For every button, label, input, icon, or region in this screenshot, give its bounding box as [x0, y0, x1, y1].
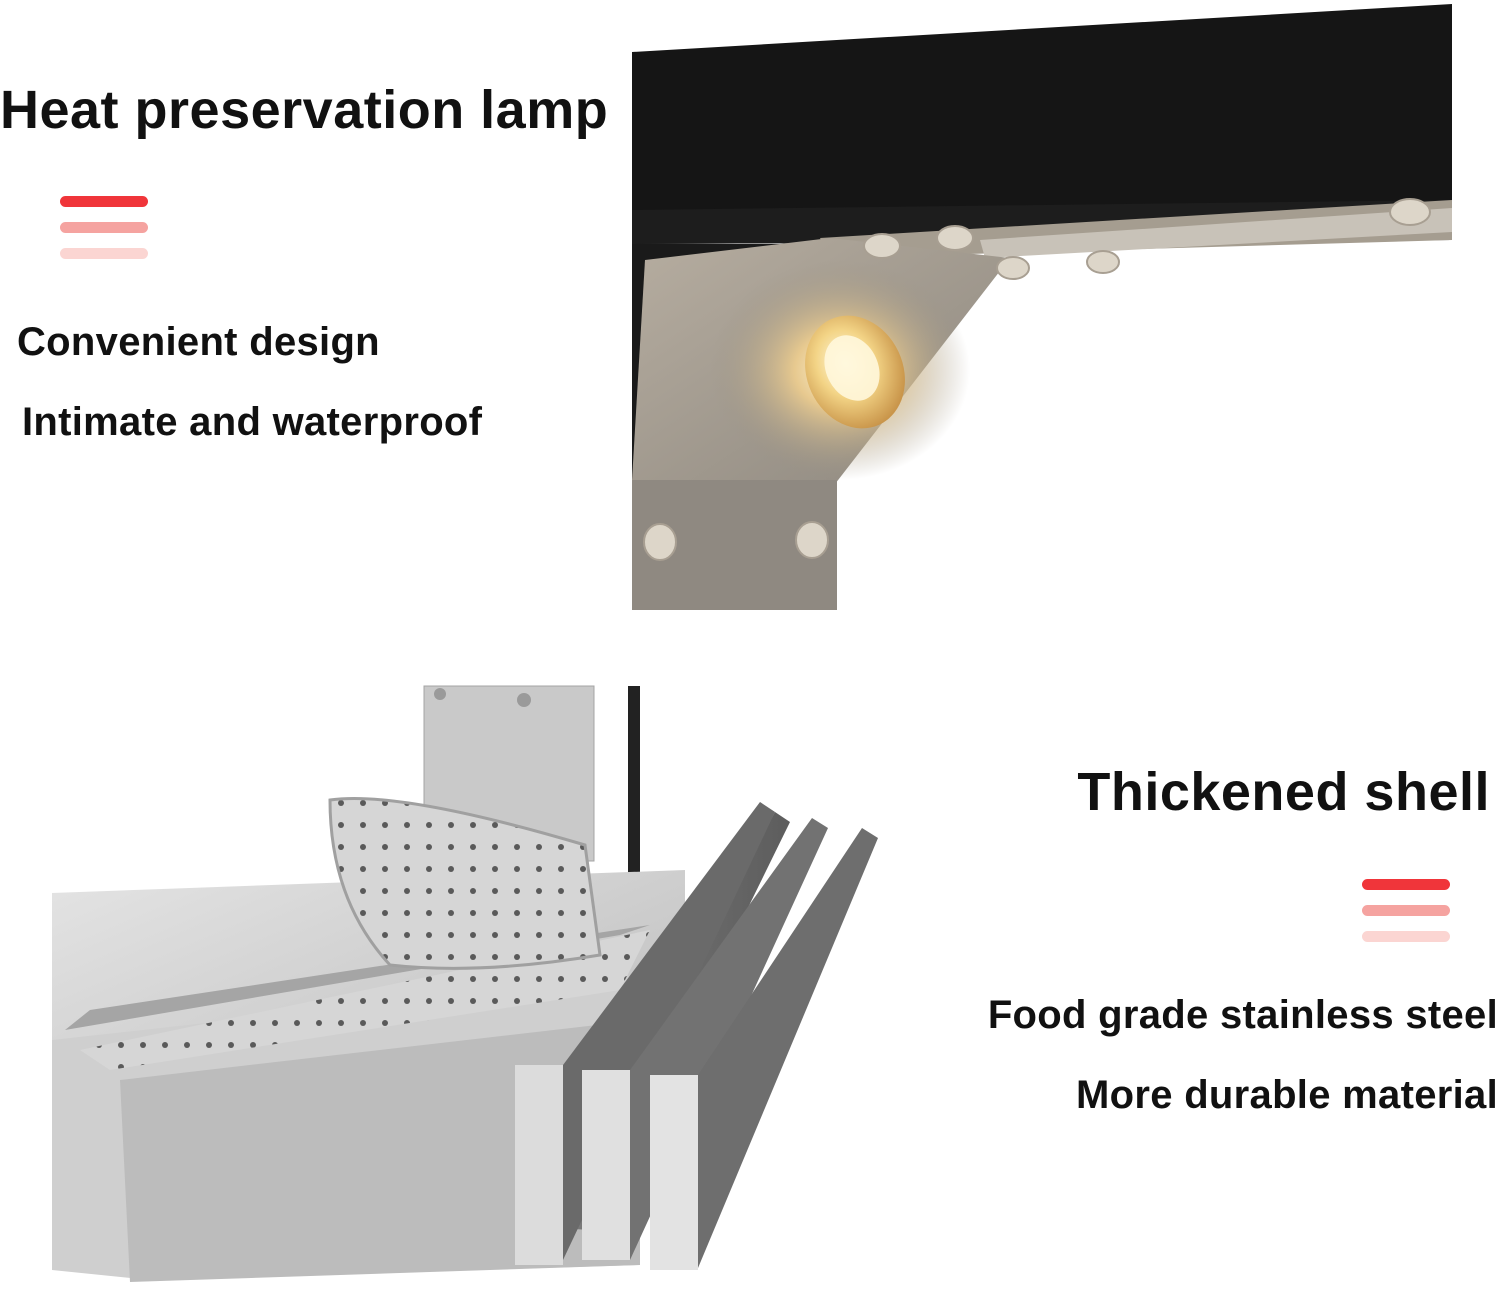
- lamp-feature-1: Convenient design: [17, 320, 380, 364]
- accent-stripe: [1362, 905, 1450, 916]
- heat-lamp-bracket-icon: [632, 4, 1452, 610]
- stainless-steel-tray-icon: [52, 685, 878, 1282]
- accent-stripes-bottom: [1362, 879, 1452, 949]
- shell-feature-1: Food grade stainless steel: [987, 993, 1498, 1037]
- lamp-feature-2: Intimate and waterproof: [22, 400, 483, 444]
- shell-title: Thickened shell: [1077, 762, 1490, 822]
- accent-stripe: [1362, 879, 1450, 890]
- accent-stripe: [60, 248, 148, 259]
- accent-stripe: [60, 222, 148, 233]
- accent-stripe: [60, 196, 148, 207]
- lamp-title: Heat preservation lamp: [0, 80, 609, 140]
- accent-stripe: [1362, 931, 1450, 942]
- accent-stripes-top: [60, 196, 150, 266]
- shell-feature-2: More durable material: [1076, 1073, 1498, 1117]
